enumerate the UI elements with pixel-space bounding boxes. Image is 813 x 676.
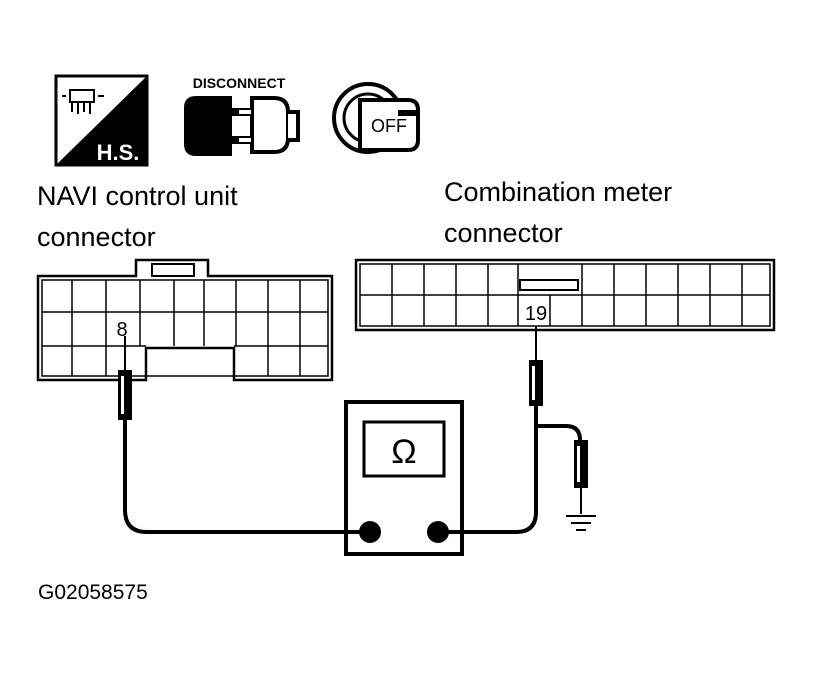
figure-id: G02058575 <box>38 581 148 604</box>
disconnect-text: DISCONNECT <box>193 75 286 91</box>
navi-control-unit-connector: 8 <box>36 258 334 382</box>
ohmmeter: Ω <box>344 400 464 556</box>
navi-connector-label-line1: NAVI control unit <box>37 181 238 211</box>
combination-meter-connector: 19 <box>354 258 776 332</box>
ohm-symbol: Ω <box>391 433 416 471</box>
meter-pin-19-label: 19 <box>525 303 547 325</box>
ground-icon <box>566 515 596 531</box>
right-probe <box>529 326 543 512</box>
left-lead-wire <box>123 509 370 534</box>
meter-connector-label-line1: Combination meter <box>444 177 672 207</box>
meter-connector-label-line2: connector <box>444 218 563 248</box>
navi-pin-8-label: 8 <box>116 319 127 341</box>
ignition-off-text: OFF <box>371 116 407 136</box>
harness-sensor-icon: H.S. <box>54 74 149 167</box>
right-lead-wire <box>438 511 538 534</box>
navi-connector-label-line2: connector <box>37 222 156 252</box>
disconnect-icon: DISCONNECT <box>184 75 300 156</box>
ignition-off-icon: OFF <box>332 82 420 154</box>
hs-text: H.S. <box>97 140 140 165</box>
left-probe <box>118 336 132 512</box>
ground-lead <box>536 424 588 514</box>
